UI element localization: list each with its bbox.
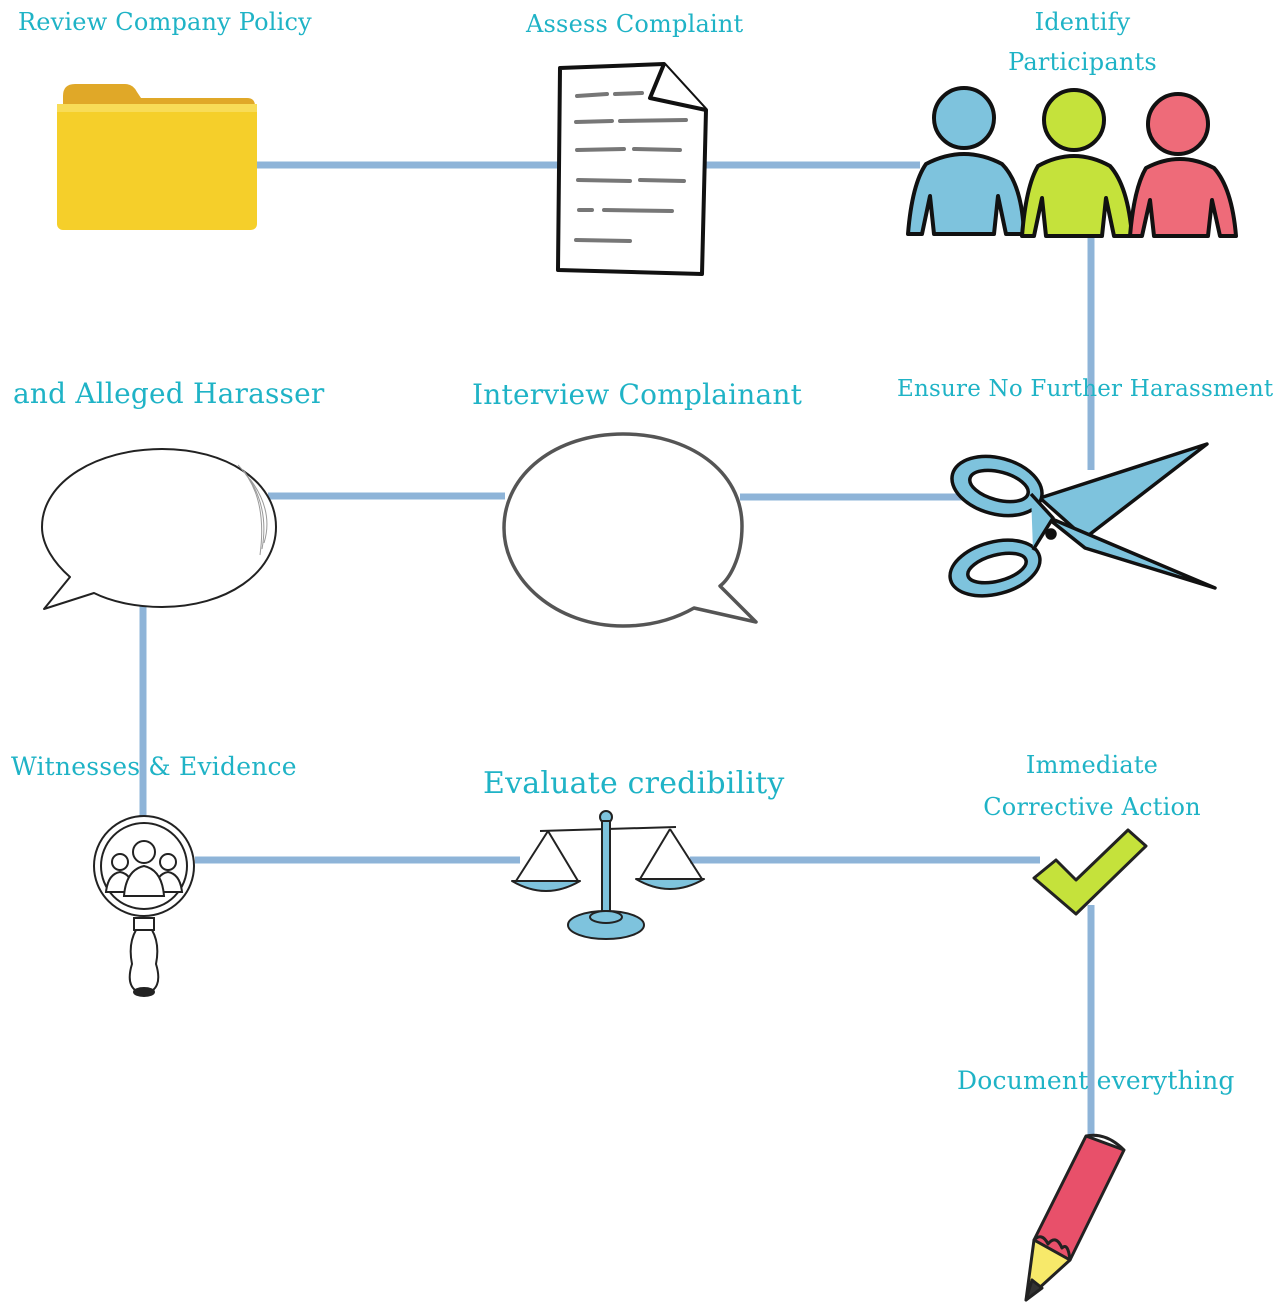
step-label-review-policy: Review Company Policy (18, 8, 312, 36)
step-label-line: Identify (1034, 8, 1131, 36)
speech-bubble-icon (502, 432, 758, 628)
scissors-icon (948, 442, 1217, 598)
magnifier-icon (93, 815, 195, 997)
step-label-corrective-action: Immediate Corrective Action (978, 744, 1206, 828)
pencil-icon (1024, 1133, 1126, 1302)
step-label-ensure-no-harassment: Ensure No Further Harassment (897, 376, 1274, 402)
step-label-line: Corrective Action (983, 793, 1201, 821)
speech-bubble-icon (41, 448, 277, 610)
step-label-witnesses-evidence: Witnesses & Evidence (11, 752, 297, 781)
people-icon (906, 86, 1238, 238)
checkmark-icon (1032, 828, 1148, 916)
step-label-evaluate-credibility: Evaluate credibility (483, 766, 785, 801)
step-label-line: Participants (1008, 48, 1157, 76)
step-label-document-everything: Document everything (957, 1066, 1235, 1095)
step-label-interview-complainant: Interview Complainant (472, 378, 803, 411)
step-label-identify-participants: Identify Participants (1005, 2, 1160, 82)
document-icon (556, 62, 708, 276)
folder-icon (57, 84, 257, 230)
scales-icon (511, 810, 705, 940)
step-label-assess-complaint: Assess Complaint (526, 10, 744, 38)
step-label-line: Immediate (1025, 751, 1159, 779)
step-label-alleged-harasser: and Alleged Harasser (13, 377, 325, 410)
